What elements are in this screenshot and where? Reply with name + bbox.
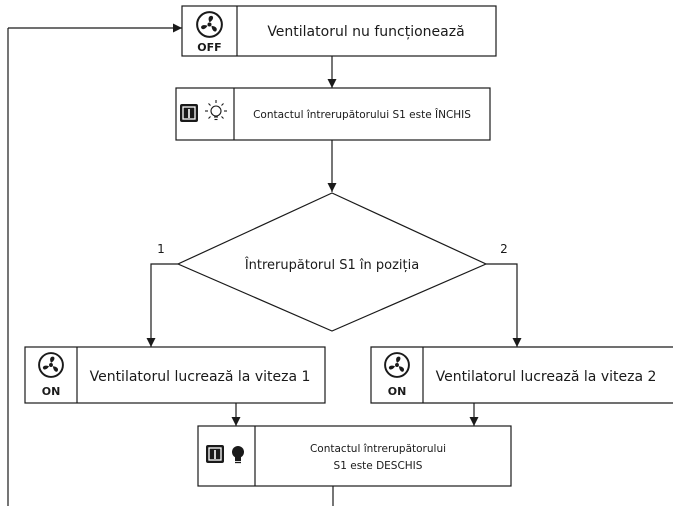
contact-closed-box: Contactul întrerupătorului S1 este ÎNCHI…	[175, 87, 491, 141]
decision-text: Întrerupătorul S1 în poziția	[244, 257, 419, 273]
speed-2-box: ON Ventilatorul lucrează la viteza 2	[370, 346, 673, 404]
loop-back-connector	[7, 23, 182, 506]
light-bulb-on-icon	[232, 446, 244, 464]
start-box: OFF Ventilatorul nu funcționează	[181, 5, 497, 57]
contact-open-box: Contactul întrerupătorului S1 este DESCH…	[197, 425, 512, 487]
switch-icon	[206, 445, 224, 463]
branch-1-label: 1	[157, 242, 165, 256]
contact-closed-text: Contactul întrerupătorului S1 este ÎNCHI…	[253, 108, 471, 121]
light-bulb-off-icon	[205, 100, 227, 121]
branch-2-connector: 2	[486, 242, 522, 347]
speed-2-text: Ventilatorul lucrează la viteza 2	[436, 369, 657, 385]
speed-1-text: Ventilatorul lucrează la viteza 1	[90, 369, 311, 385]
branch-2-label: 2	[500, 242, 508, 256]
speed-1-box: ON Ventilatorul lucrează la viteza 1	[24, 346, 326, 404]
on-badge: ON	[42, 385, 61, 398]
contact-open-line-2: S1 este DESCHIS	[334, 460, 423, 472]
contact-open-line-1: Contactul întrerupătorului	[310, 443, 446, 455]
off-badge: OFF	[197, 41, 221, 54]
on-badge: ON	[388, 385, 407, 398]
decision-diamond: Întrerupătorul S1 în poziția	[176, 192, 488, 332]
start-box-text: Ventilatorul nu funcționează	[267, 24, 464, 40]
switch-icon	[180, 104, 198, 122]
branch-1-connector: 1	[146, 242, 178, 347]
